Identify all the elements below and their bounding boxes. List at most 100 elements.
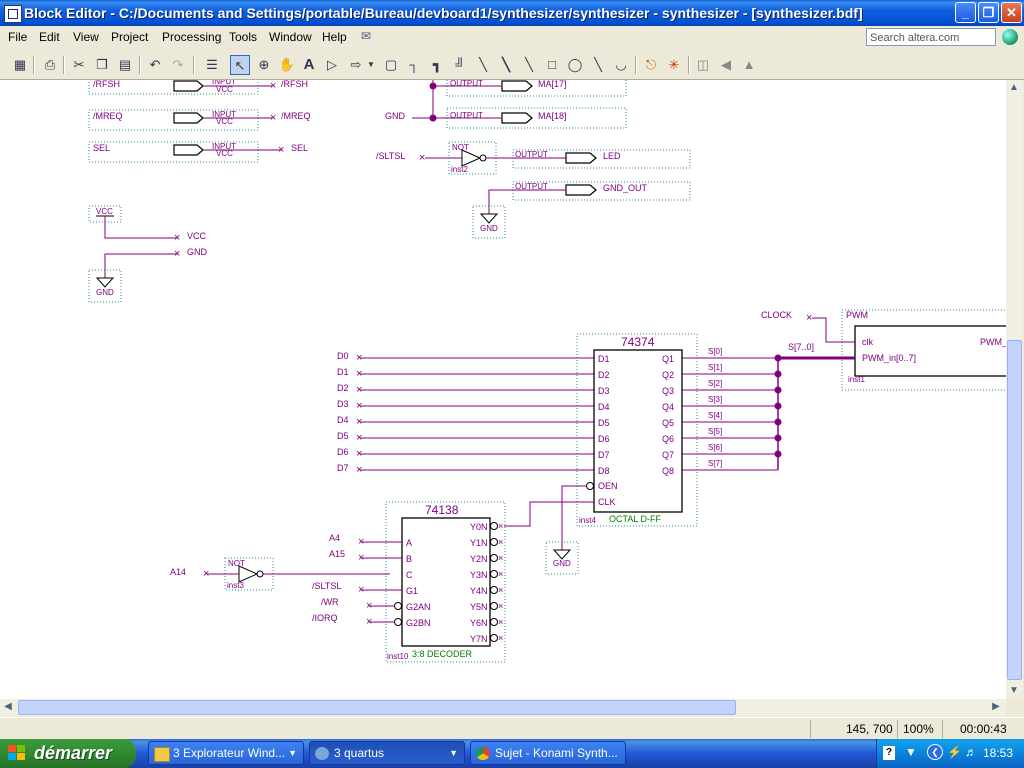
safely-remove-icon[interactable]: ⚡ xyxy=(947,745,962,759)
network-icon[interactable]: ▼ xyxy=(905,745,917,759)
globe-icon[interactable] xyxy=(1002,29,1018,45)
horizontal-scrollbar[interactable]: ◀ ▶ xyxy=(0,699,1006,716)
input-pin-mreq[interactable]: /MREQ INPUT VCC × /MREQ xyxy=(88,109,311,131)
decoder-74138[interactable]: 74138 ABCG1G2ANG2BNY0N×Y1N×Y2N×Y3N×Y4N×Y… xyxy=(385,501,506,663)
menu-edit[interactable]: Edit xyxy=(39,30,60,44)
port-d: D8 xyxy=(598,466,610,476)
cut-icon[interactable]: ✂ xyxy=(73,57,85,72)
close-button[interactable]: ✕ xyxy=(1001,2,1022,23)
not-gate-inst3[interactable]: NOT inst3 xyxy=(207,557,390,591)
vertical-scroll-thumb[interactable] xyxy=(1007,340,1022,680)
dropdown-icon: ▼ xyxy=(288,748,297,758)
pin-type: OUTPUT xyxy=(515,182,548,191)
task-chrome[interactable]: Sujet - Konami Synth... xyxy=(470,741,626,765)
window-title: Block Editor - C:/Documents and Settings… xyxy=(24,5,863,21)
redo-icon[interactable]: ↷ xyxy=(172,57,184,72)
zoom-tool-icon[interactable]: ⊕ xyxy=(258,57,270,72)
diagonal-bus-icon[interactable]: ╲ xyxy=(502,57,510,72)
undo-icon[interactable]: ↶ xyxy=(149,57,161,72)
vcc-symbol[interactable]: VCC × VCC xyxy=(88,205,207,244)
scroll-down-icon[interactable]: ▼ xyxy=(1009,685,1019,696)
flip-vertical-icon[interactable]: ◀ xyxy=(721,57,731,72)
pin-name: /MREQ xyxy=(93,111,123,121)
hand-tool-icon[interactable]: ✋ xyxy=(278,57,296,72)
expand-tray-icon[interactable]: ❮ xyxy=(927,744,943,760)
s-label: S[5] xyxy=(708,427,722,436)
maximize-button[interactable]: ❐ xyxy=(978,2,999,23)
save-icon[interactable]: ▦ xyxy=(13,57,27,72)
output-pin-ma18[interactable]: OUTPUT MA[18] xyxy=(433,107,627,129)
net-name: SEL xyxy=(291,143,308,153)
oval-tool-icon[interactable]: ◯ xyxy=(567,57,583,72)
minimize-button[interactable]: _ xyxy=(955,2,976,23)
port-d: D4 xyxy=(598,402,610,412)
pin-tool-icon[interactable]: ⇨ xyxy=(350,57,362,72)
flip-horizontal-icon[interactable]: ◫ xyxy=(696,57,710,72)
dec-pin-label: A15 xyxy=(329,549,345,559)
port-q: Q3 xyxy=(662,386,674,396)
help-icon[interactable]: ? xyxy=(883,746,895,760)
gnd-label: GND xyxy=(553,559,571,568)
line-tool-icon[interactable]: ╲ xyxy=(594,57,602,72)
menu-help[interactable]: Help xyxy=(322,30,347,44)
vertical-scrollbar[interactable]: ▲ ▼ xyxy=(1006,80,1023,699)
output-pin-gnd-out[interactable]: OUTPUT GND_OUT GND xyxy=(472,181,691,239)
scroll-up-icon[interactable]: ▲ xyxy=(1009,82,1019,93)
pin-x-mark: × xyxy=(356,432,362,444)
pin-name: /RFSH xyxy=(93,80,120,89)
pin-type: INPUT xyxy=(212,80,236,86)
junction-dot xyxy=(774,354,782,362)
start-button[interactable]: démarrer xyxy=(0,739,136,768)
copy-icon[interactable]: ❐ xyxy=(96,57,108,72)
menu-file[interactable]: File xyxy=(8,30,28,44)
paste-icon[interactable]: ▤ xyxy=(118,57,132,72)
help-topic-icon[interactable]: ✉ xyxy=(361,29,372,43)
search-input[interactable]: Search altera.com xyxy=(866,28,996,46)
net-name: /SLTSL xyxy=(376,151,405,161)
rotate-icon[interactable]: ▲ xyxy=(742,57,756,72)
input-pin-rfsh[interactable]: /RFSH INPUT VCC × /RFSH xyxy=(88,80,308,95)
rectangle-tool-icon[interactable]: □ xyxy=(548,57,556,72)
block-name: PWM xyxy=(846,310,868,320)
pwm-block[interactable]: PWM clk PWM_in[0..7] PWM_ inst1 CLOCK × xyxy=(761,309,1006,391)
menu-tools[interactable]: Tools xyxy=(229,30,258,44)
orthogonal-bus-icon[interactable]: ┓ xyxy=(433,57,441,72)
partial-line-select-icon[interactable]: ⎋ xyxy=(645,57,657,72)
gnd-symbol[interactable]: × GND GND xyxy=(88,247,208,303)
bus-s[interactable]: S[7..0] xyxy=(777,342,855,470)
menu-window[interactable]: Window xyxy=(269,30,312,44)
diagonal-conduit-icon[interactable]: ╲ xyxy=(525,57,533,72)
not-gate-inst2[interactable]: /SLTSL × NOT inst2 xyxy=(376,141,566,175)
diagonal-node-icon[interactable]: ╲ xyxy=(479,57,487,72)
task-explorer[interactable]: 3 Explorateur Wind... ▼ xyxy=(148,741,304,765)
symbol-tool-icon[interactable]: ▷ xyxy=(327,57,337,72)
conduit-tool-icon[interactable]: ╝ xyxy=(455,57,465,72)
dec-pin-label: /IORQ xyxy=(312,613,338,623)
port-d: D2 xyxy=(598,370,610,380)
schematic-canvas[interactable]: /RFSH INPUT VCC × /RFSH /MREQ INPUT VCC … xyxy=(0,80,1006,699)
output-pin-ma17[interactable]: OUTPUT MA[17] xyxy=(433,80,627,97)
scroll-right-icon[interactable]: ▶ xyxy=(992,701,1000,712)
rubberbanding-icon[interactable]: ✳ xyxy=(668,57,680,72)
port-out: PWM_ xyxy=(980,337,1006,347)
selection-tool-icon[interactable]: ↖ xyxy=(230,55,250,75)
menu-project[interactable]: Project xyxy=(111,30,149,44)
input-pin-sel[interactable]: SEL INPUT VCC × SEL xyxy=(88,141,308,163)
menu-processing[interactable]: Processing xyxy=(162,30,222,44)
arc-tool-icon[interactable]: ◡ xyxy=(615,57,627,72)
volume-icon[interactable]: ♬ xyxy=(965,745,977,759)
app-icon[interactable] xyxy=(4,5,22,23)
menu-view[interactable]: View xyxy=(73,30,99,44)
block-tool-icon[interactable]: ▢ xyxy=(384,57,398,72)
scroll-left-icon[interactable]: ◀ xyxy=(4,701,12,712)
bus-label: S[7..0] xyxy=(788,342,814,352)
pin-dropdown-icon[interactable]: ▼ xyxy=(367,60,375,69)
print-icon[interactable]: ⎙ xyxy=(44,57,56,72)
hierarchy-icon[interactable]: ☰ xyxy=(206,57,218,72)
horizontal-scroll-thumb[interactable] xyxy=(18,700,736,715)
output-pin-led[interactable]: OUTPUT LED xyxy=(512,149,691,169)
orthogonal-node-icon[interactable]: ┐ xyxy=(409,57,419,72)
text-tool-icon[interactable]: A xyxy=(303,56,315,73)
task-quartus[interactable]: 3 quartus ▼ xyxy=(309,741,465,765)
